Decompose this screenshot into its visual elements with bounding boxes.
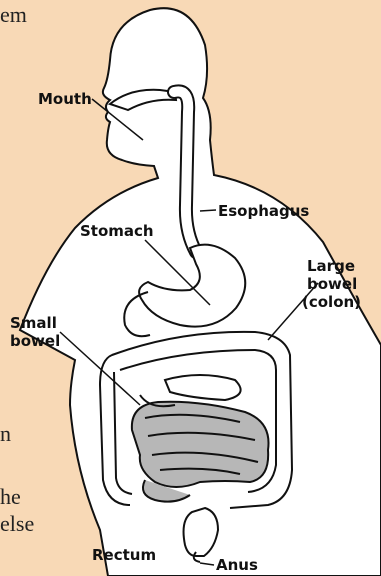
- label-esophagus: Esophagus: [218, 202, 309, 220]
- label-anus: Anus: [216, 556, 258, 574]
- label-stomach: Stomach: [80, 222, 154, 240]
- label-large-bowel-line1: Large: [307, 257, 355, 275]
- small-intestine: [132, 402, 269, 487]
- label-small-bowel-line1: Small: [10, 314, 57, 332]
- leader-esophagus: [200, 210, 216, 211]
- label-large-bowel-line2: bowel: [307, 275, 357, 293]
- label-rectum: Rectum: [92, 546, 156, 564]
- label-small-bowel-line2: bowel: [10, 332, 60, 350]
- label-large-bowel-line3: (colon): [302, 293, 361, 311]
- label-mouth: Mouth: [38, 90, 92, 108]
